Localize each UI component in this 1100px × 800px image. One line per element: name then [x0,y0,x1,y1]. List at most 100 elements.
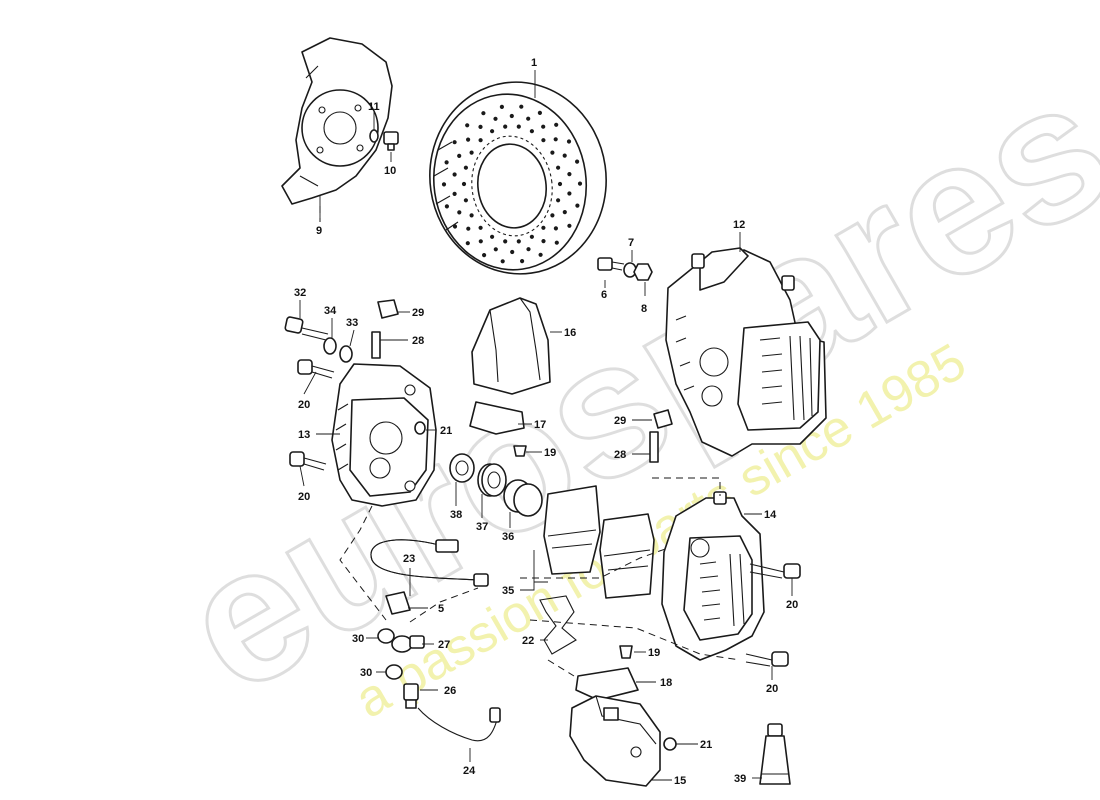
callout-34: 34 [324,305,337,317]
callout-22: 22 [522,635,534,647]
callout-19-b: 19 [648,647,660,659]
callout-20-d: 20 [766,683,778,695]
disc-hole [493,116,498,121]
disc-hole [567,172,572,177]
disc-hole [465,241,470,246]
disc-hole [469,213,474,218]
disc-hole [529,129,535,134]
washer-part-33[interactable] [339,345,353,363]
bolt-part-32[interactable] [284,316,329,341]
bolt-part-20-a[interactable] [297,359,335,379]
disc-hole [452,172,457,177]
caliper-part-14[interactable] [661,491,765,661]
disc-hole [553,137,558,142]
banjo-part-27[interactable] [391,635,425,653]
screw-part-19-upper[interactable] [513,445,527,457]
pad-cover-part-15[interactable] [569,695,661,787]
disc-hole [457,153,462,158]
fitting-part-26[interactable] [403,683,419,709]
bolt-part-20-d[interactable] [745,651,789,667]
cap-part-29-right[interactable] [653,409,673,429]
bleed-valve-part-28-left[interactable] [371,331,381,359]
brake-pads-part-35[interactable] [543,485,655,599]
washer-part-11[interactable] [369,129,379,143]
disc-hole [469,150,474,155]
caliper-assembly-part-12[interactable] [665,247,827,457]
bolt-part-20-c[interactable] [749,563,801,579]
callout-35: 35 [502,585,514,597]
disc-hole [566,139,572,144]
callout-37: 37 [476,521,488,533]
callout-9: 9 [316,225,322,237]
leader-lines [299,70,793,781]
callout-33: 33 [346,317,358,329]
piston-part-36[interactable] [503,479,543,517]
bolt-part-10[interactable] [383,131,399,151]
disc-hole [478,124,483,130]
disc-hole [526,247,531,252]
disc-hole [490,129,495,134]
disc-hole [577,181,583,186]
callout-36: 36 [502,531,514,543]
washer-part-30-lower[interactable] [385,664,403,680]
disc-hole [541,225,546,230]
grease-tube-part-39[interactable] [759,723,791,785]
callout-16: 16 [564,327,576,339]
callout-28-a: 28 [412,335,424,347]
callout-30-b: 30 [360,667,372,679]
disc-hole [567,191,572,196]
cap-part-29-left[interactable] [377,299,399,319]
callout-10: 10 [384,165,396,177]
washer-part-30-upper[interactable] [377,628,395,644]
disc-hole [478,225,483,230]
dust-shield-part-9[interactable] [281,37,393,205]
seal-part-37[interactable] [477,463,507,497]
callout-19-a: 19 [544,447,556,459]
callout-23: 23 [403,553,415,565]
disc-hole [466,226,471,231]
callout-18: 18 [660,677,672,689]
disc-hole [554,240,559,245]
disc-hole [481,111,486,116]
pad-spring-part-18[interactable] [575,667,639,701]
screw-part-19-lower[interactable] [619,645,633,659]
callout-5: 5 [438,603,444,615]
washer-part-21-upper[interactable] [414,421,426,435]
bleed-valve-part-28-right[interactable] [649,431,659,463]
pad-cover-part-16[interactable] [471,297,551,395]
disc-hole [557,181,563,187]
brake-line-part-24[interactable] [417,707,501,742]
bolt-part-20-b[interactable] [289,451,327,471]
callout-28-b: 28 [614,449,626,461]
callout-27: 27 [438,639,450,651]
callout-6: 6 [601,289,607,301]
brake-disc-part-1[interactable] [417,71,618,286]
disc-hole [444,160,449,165]
washer-part-21-lower[interactable] [663,737,677,751]
disc-hole [490,234,495,239]
disc-hole [519,104,524,109]
disc-hole [503,239,508,244]
callout-11: 11 [368,101,380,113]
caliper-part-13[interactable] [331,363,437,507]
disc-hole [575,203,580,208]
retaining-spring-part-22[interactable] [539,595,577,655]
disc-hole [538,252,543,257]
disc-hole [482,253,487,258]
brake-hose-part-23[interactable] [370,539,489,587]
clip-part-5[interactable] [385,591,411,615]
disc-hole [452,191,457,196]
callout-labels: 1 5 6 7 8 9 10 11 12 13 14 15 16 17 18 1… [294,57,798,787]
nut-part-8[interactable] [633,263,653,281]
disc-hole [575,159,580,164]
disc-hole [550,150,555,155]
washer-part-34[interactable] [323,337,337,355]
bolt-part-6[interactable] [597,257,625,271]
pad-spring-part-17[interactable] [469,401,525,435]
disc-hole [500,259,505,264]
disc-hole [509,113,514,119]
callout-15: 15 [674,775,686,787]
seal-part-38[interactable] [449,453,475,483]
callout-26: 26 [444,685,456,697]
